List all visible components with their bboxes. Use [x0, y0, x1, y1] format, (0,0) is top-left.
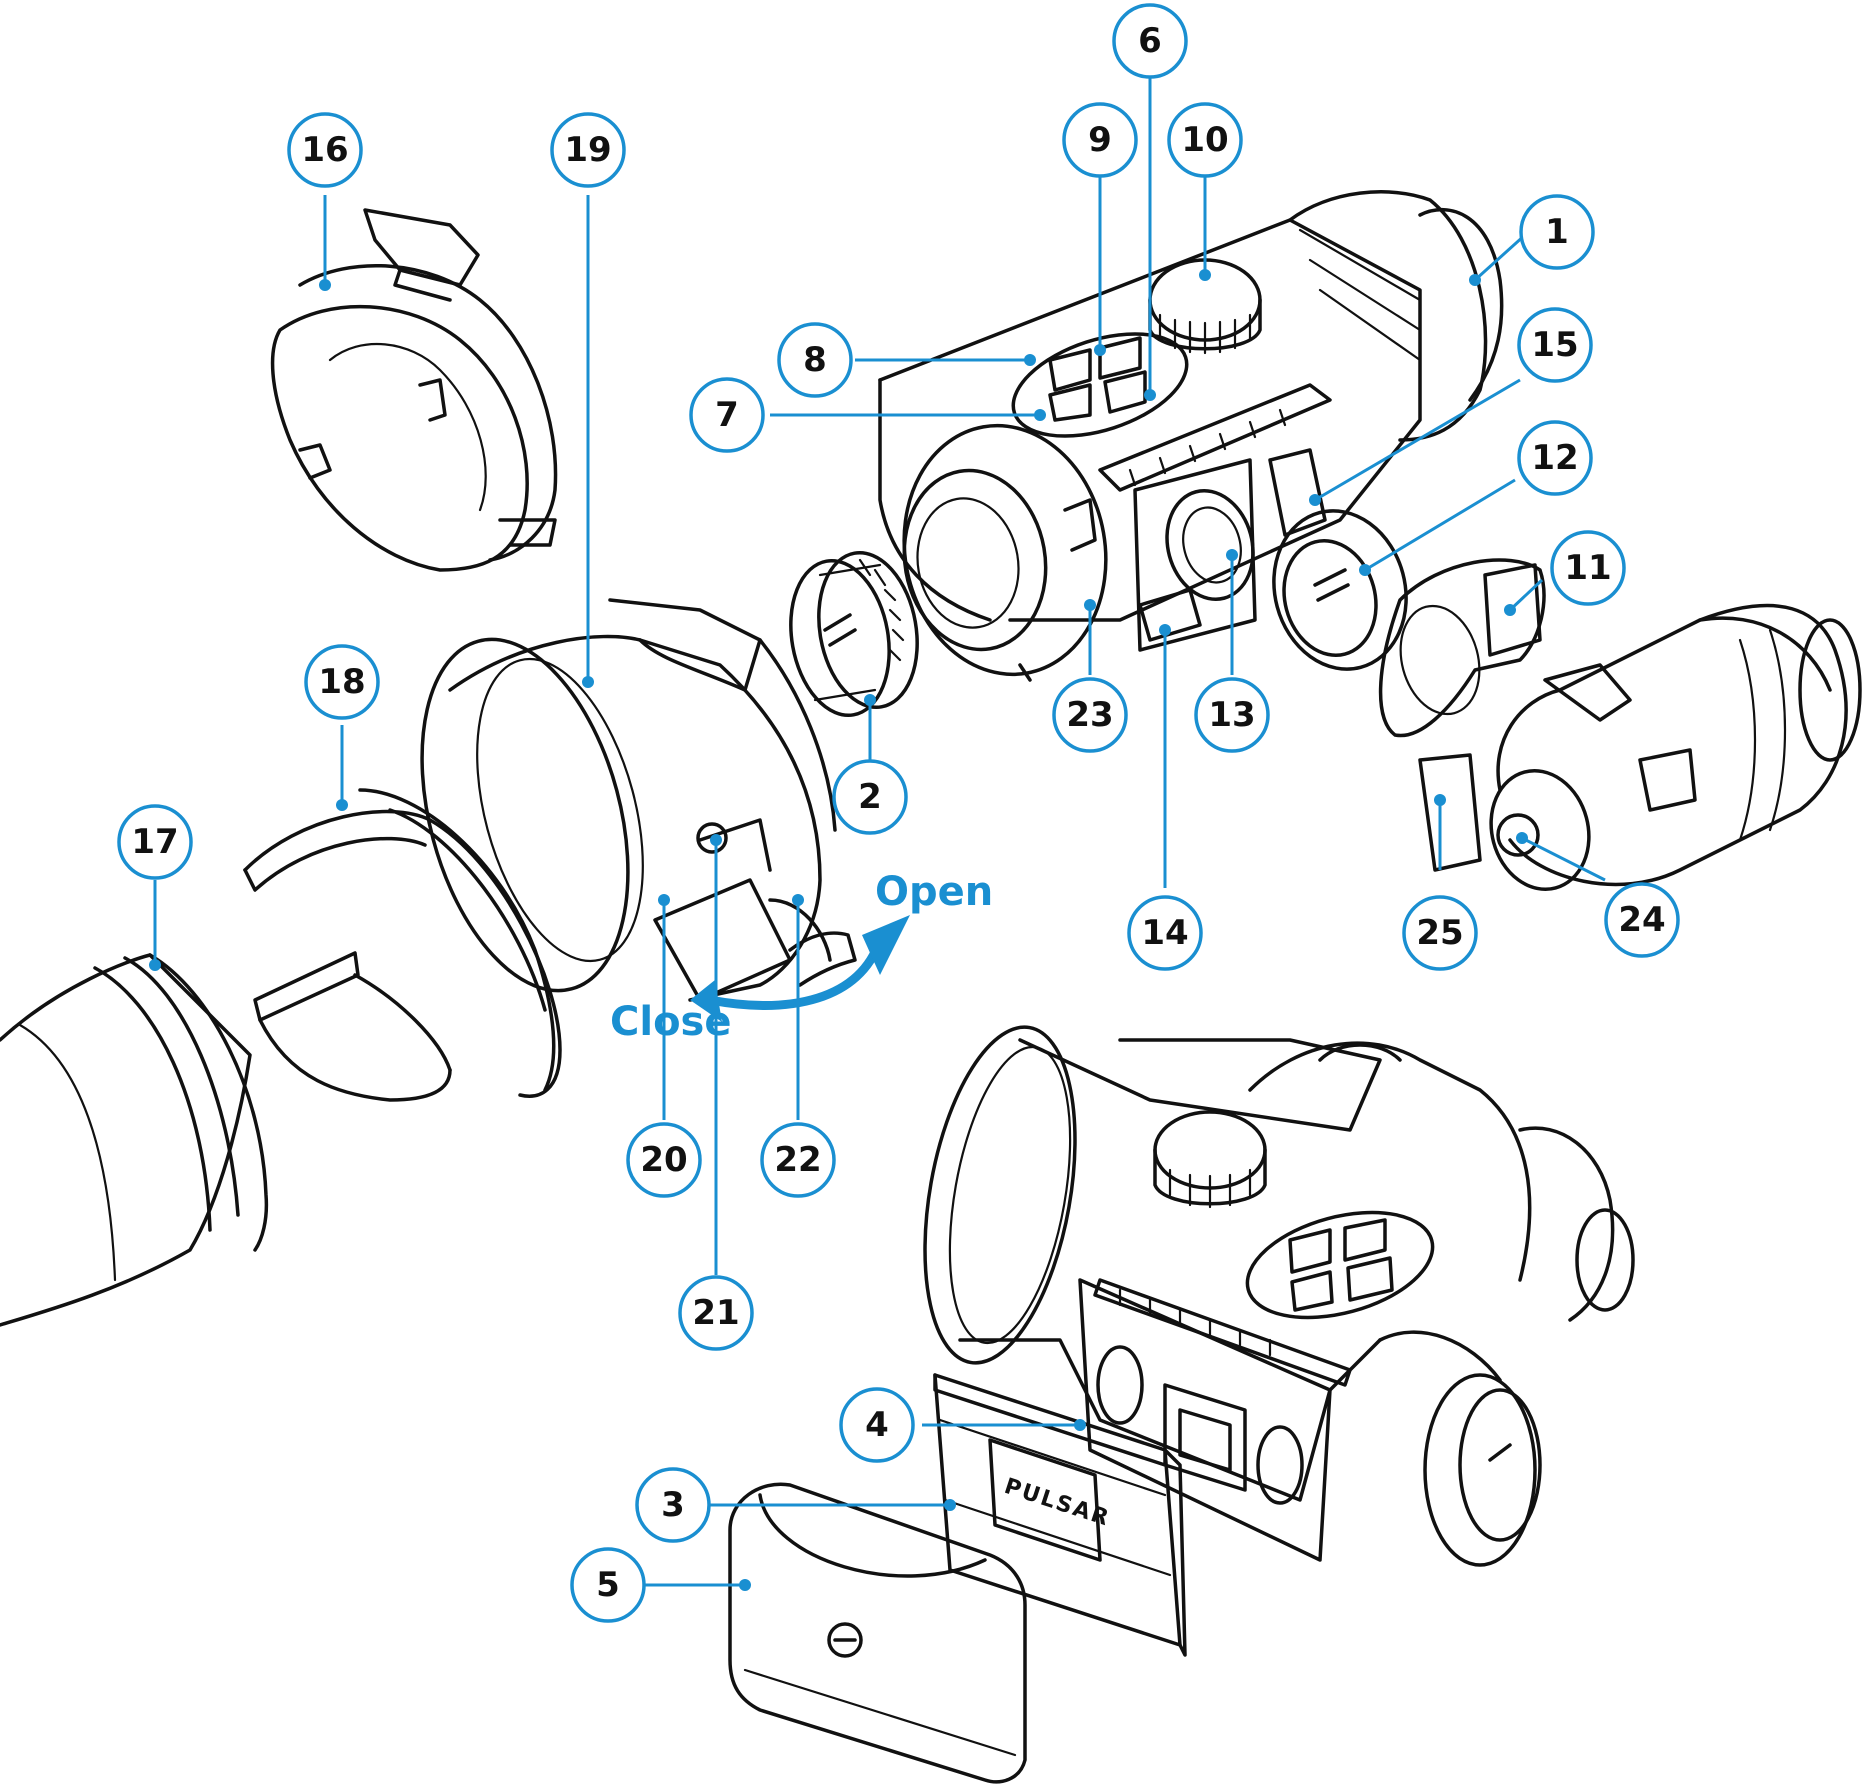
callout-18: 18 [304, 644, 380, 720]
svg-text:2: 2 [858, 777, 882, 817]
callout-12: 12 [1517, 420, 1593, 496]
svg-text:22: 22 [774, 1140, 821, 1180]
callout-19: 19 [550, 112, 626, 188]
callout-24: 24 [1604, 882, 1680, 958]
svg-text:14: 14 [1141, 913, 1188, 953]
callout-20: 20 [626, 1122, 702, 1198]
svg-text:17: 17 [131, 822, 178, 862]
main-device-bottom [923, 1025, 1635, 1567]
callout-23: 23 [1052, 677, 1128, 753]
eyepiece-cap-2 [789, 550, 919, 718]
callout-14: 14 [1127, 895, 1203, 971]
callout-9: 9 [1062, 102, 1138, 178]
main-device-top [878, 190, 1504, 682]
callout-3: 3 [635, 1467, 711, 1543]
callout-8: 8 [777, 322, 853, 398]
svg-text:1: 1 [1545, 212, 1569, 252]
eyepiece-ring-12 [1272, 509, 1408, 671]
svg-text:19: 19 [564, 130, 611, 170]
battery-cover-4: PULSAR [933, 1373, 1187, 1657]
svg-text:24: 24 [1618, 900, 1665, 940]
rear-module [1418, 603, 1862, 892]
svg-text:16: 16 [301, 130, 348, 170]
svg-text:10: 10 [1181, 120, 1228, 160]
clamp-mount-19 [420, 598, 857, 1002]
close-label: Close [610, 999, 731, 1045]
callout-6: 6 [1112, 3, 1188, 79]
svg-text:21: 21 [692, 1293, 739, 1333]
svg-text:9: 9 [1088, 120, 1112, 160]
svg-text:25: 25 [1416, 913, 1463, 953]
svg-text:12: 12 [1531, 438, 1578, 478]
open-close-rotation-arrow: Open Close [610, 869, 993, 1045]
callout-22: 22 [760, 1122, 836, 1198]
callout-4: 4 [839, 1387, 915, 1463]
svg-text:13: 13 [1208, 695, 1255, 735]
callout-21: 21 [678, 1275, 754, 1351]
svg-text:18: 18 [318, 662, 365, 702]
callout-1: 1 [1519, 194, 1595, 270]
callout-7: 7 [689, 377, 765, 453]
callout-25: 25 [1402, 895, 1478, 971]
svg-text:6: 6 [1138, 21, 1162, 61]
svg-text:5: 5 [596, 1565, 620, 1605]
svg-text:4: 4 [865, 1405, 889, 1445]
svg-text:11: 11 [1564, 548, 1611, 588]
battery-5 [728, 1482, 1027, 1784]
svg-text:15: 15 [1531, 325, 1578, 365]
callout-leaders [149, 70, 1606, 1591]
callout-10: 10 [1167, 102, 1243, 178]
callout-5: 5 [570, 1547, 646, 1623]
svg-text:3: 3 [661, 1485, 685, 1525]
open-label: Open [875, 869, 993, 915]
svg-text:7: 7 [715, 395, 739, 435]
callout-13: 13 [1194, 677, 1270, 753]
callout-17: 17 [117, 804, 193, 880]
callout-11: 11 [1550, 530, 1626, 606]
lens-cap-16 [270, 208, 558, 572]
svg-text:20: 20 [640, 1140, 687, 1180]
adapter-ring-18 [243, 788, 562, 1102]
eyepiece-cover-11 [1378, 558, 1546, 738]
callout-16: 16 [287, 112, 363, 188]
scope-objective-17 [0, 953, 269, 1327]
svg-text:23: 23 [1066, 695, 1113, 735]
callout-15: 15 [1517, 307, 1593, 383]
callout-2: 2 [832, 759, 908, 835]
svg-text:8: 8 [803, 340, 827, 380]
